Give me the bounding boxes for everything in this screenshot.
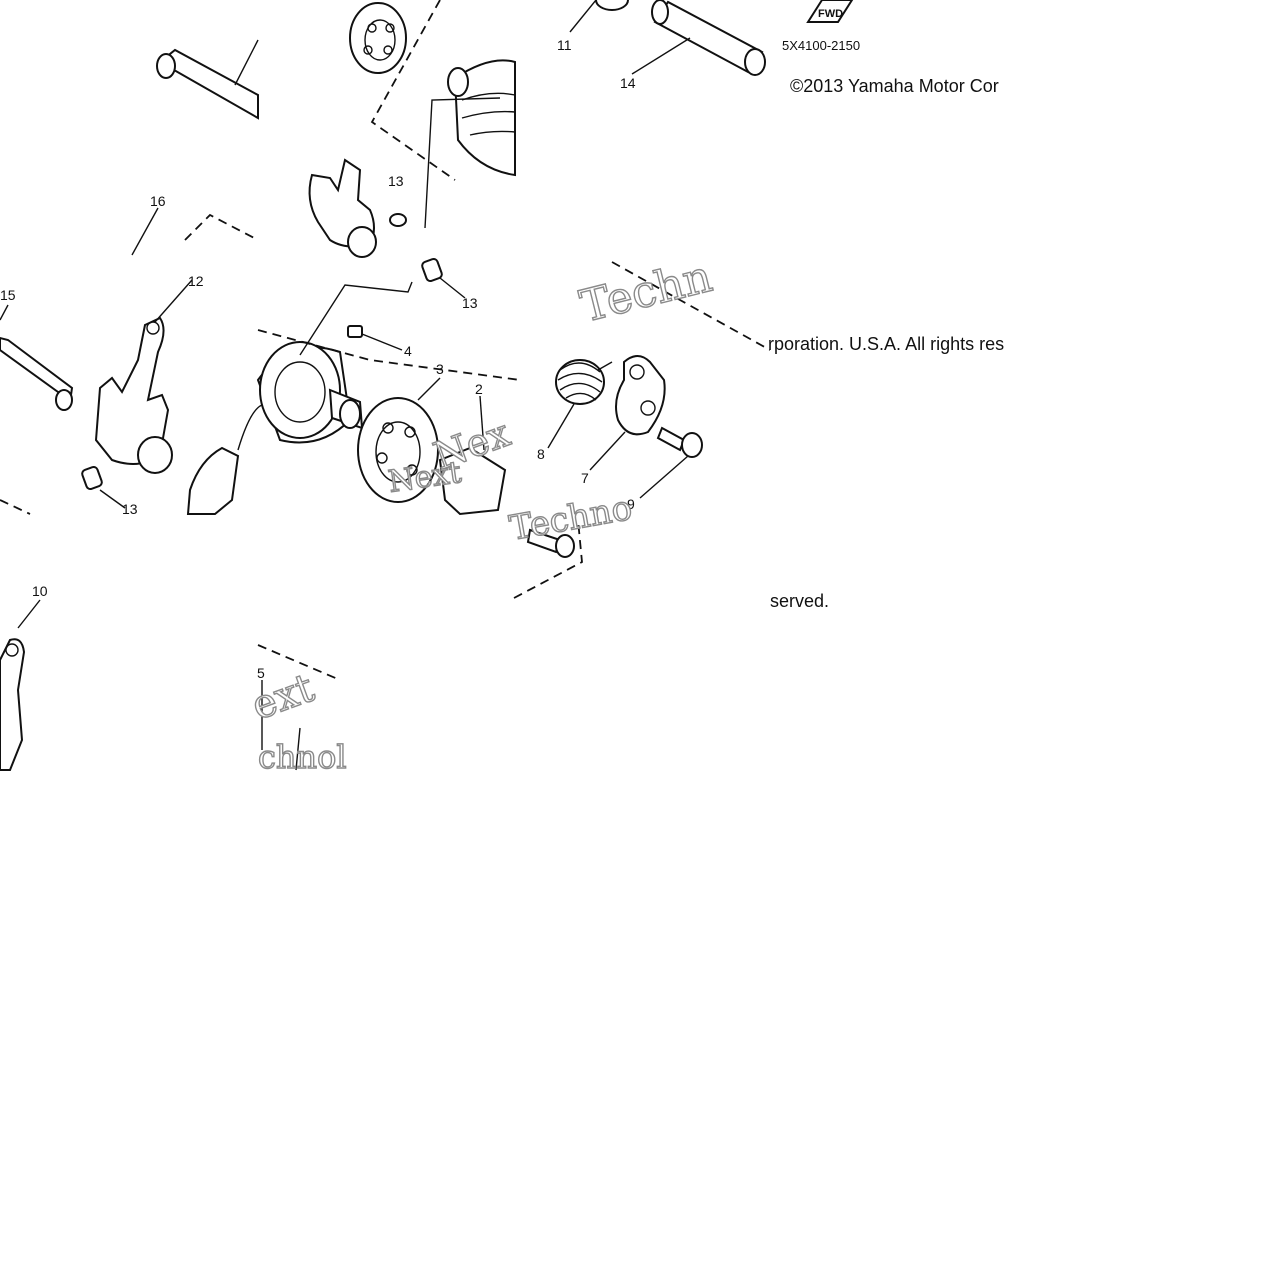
guide-bar-15 — [0, 336, 74, 411]
leader-10 — [17, 599, 41, 629]
dashed-guide-lower — [513, 519, 583, 599]
leader-13-center — [439, 277, 466, 299]
callout-4: 4 — [404, 343, 412, 359]
pin-13-center — [421, 257, 443, 283]
leader-16 — [131, 207, 159, 256]
callout-7: 7 — [581, 470, 589, 486]
watermark-chnol: chnol — [258, 738, 347, 776]
pin-13-left — [81, 465, 103, 491]
leader-5b — [295, 727, 301, 771]
fwd-label: FWD — [818, 8, 843, 20]
leader-13-left — [99, 489, 126, 509]
shift-shaft-14 — [651, 0, 766, 76]
callout-5: 5 — [257, 665, 265, 681]
shift-fork-top — [308, 158, 407, 258]
callout-13-b: 13 — [122, 501, 138, 517]
leader-7 — [589, 431, 626, 471]
dashed-guide-left — [184, 213, 259, 241]
leader-9 — [639, 455, 689, 499]
callout-3: 3 — [436, 361, 444, 377]
leader-15 — [0, 304, 9, 321]
guide-bar-16 — [156, 39, 259, 120]
leader-3 — [417, 377, 441, 401]
bearing-3 — [357, 397, 439, 503]
fwd-arrow-icon: FWD — [806, 0, 854, 23]
leader-13-top — [424, 97, 501, 229]
callout-8: 8 — [537, 446, 545, 462]
callout-12-text: 12 — [188, 273, 204, 289]
callout-11: 11 — [557, 37, 572, 53]
part-11-stub — [595, 0, 629, 11]
leader-11 — [569, 0, 597, 33]
dashed-guide-right — [611, 261, 771, 351]
leader-14 — [631, 37, 691, 75]
copyright-line-1: ©2013 Yamaha Motor Cor — [790, 76, 999, 96]
callout-15: 15 — [0, 287, 16, 303]
bolt-9 — [656, 426, 703, 458]
callout-13-a: 13 — [388, 173, 404, 189]
fork-stub-left — [186, 446, 240, 515]
shift-fork-10 — [0, 638, 26, 771]
shift-drum-main — [237, 341, 364, 451]
stopper-4 — [347, 325, 363, 338]
dashed-guide-center — [257, 329, 521, 381]
leader-4 — [361, 333, 403, 351]
callout-2: 2 — [475, 381, 483, 397]
dashed-guide-top — [370, 0, 456, 181]
drum-segment-2 — [438, 446, 507, 516]
watermark-techn: Techn — [575, 251, 717, 333]
copyright-line-3: served. — [770, 591, 830, 611]
bearing-top — [349, 2, 407, 74]
spring-8 — [555, 359, 613, 405]
callout-9: 9 — [627, 496, 635, 512]
leader-2 — [479, 395, 485, 451]
leader-8 — [547, 403, 575, 449]
screw-lower — [526, 528, 575, 558]
callout-16: 16 — [150, 193, 166, 209]
callout-13-c: 13 — [462, 295, 478, 311]
dashed-guide-left-low — [0, 499, 31, 515]
stopper-lever-7 — [615, 355, 666, 436]
shift-drum-top — [447, 59, 516, 177]
leader-drum — [299, 281, 413, 356]
shift-fork-12 — [94, 316, 173, 474]
leader-12 — [154, 279, 193, 323]
callout-10: 10 — [32, 583, 48, 599]
drawing-code: 5X4100-2150 — [782, 38, 860, 53]
callout-14: 14 — [620, 75, 636, 91]
copyright-line-2: rporation. U.S.A. All rights res — [768, 334, 1005, 354]
